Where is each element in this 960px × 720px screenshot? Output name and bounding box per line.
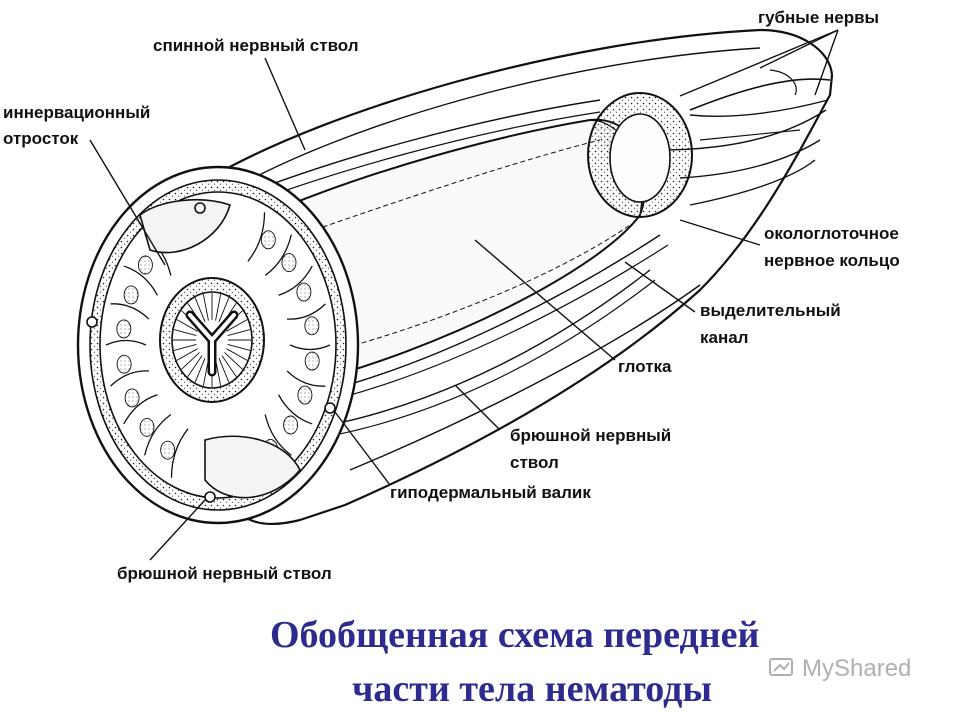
muscle-cell [296,282,312,302]
muscle-cell [137,255,153,275]
myshared-watermark: MyShared [768,655,911,683]
muscle-cell-divider [247,212,266,262]
muscle-cell-divider [287,303,326,320]
muscle-cell-divider [123,394,158,425]
label-pharynx: глотка [618,357,672,376]
label-innervation-process-line2: отросток [3,129,79,148]
pharynx-ray [176,348,198,361]
muscle-cell-divider [105,339,147,346]
label-innervation-process-line1: иннервационный [3,103,151,122]
pharynx-ray [218,297,230,323]
dorsal-nerve-dot [194,202,206,214]
muscle-cell-divider [110,303,150,320]
ventral-nerve-line [329,269,651,426]
pharynx-ray [221,355,237,377]
muscle-cell-divider [286,370,326,387]
caption-line1: Обобщенная схема передней [270,614,760,656]
leader-lines [89,29,839,561]
muscle-cell [304,316,320,336]
pharynx-ray [226,319,248,332]
muscle-cell-divider [170,428,189,478]
label-ventral-trunk-right-line1: брюшной нервный [510,426,672,445]
label-dorsal-nerve-trunk: спинной нервный ствол [153,36,359,55]
label-excretory-canal-line1: выделительный [700,301,841,320]
label-lip-nerves: губные нервы [758,8,880,27]
muscle-cell-divider [144,414,172,456]
pharynx-ray [176,319,198,332]
muscle-cell [123,285,139,305]
watermark-text: MyShared [802,655,912,682]
pharynx-ray [187,355,203,377]
pharynx-ray [227,344,251,351]
label-ventral-trunk-bottom: брюшной нервный ствол [117,564,332,583]
muscle-cell [281,253,297,273]
label-hypodermal-cord: гиподермальный валик [390,483,591,502]
pharynx-ray [173,344,197,351]
muscle-cell-divider [264,414,292,456]
pharynx-ray [173,329,197,336]
cross-section [76,165,360,525]
muscle-cell-divider [110,370,149,387]
lateral-nerve-dot [86,316,98,328]
muscle-cell-divider [277,394,313,425]
muscle-cell-divider [264,234,292,276]
muscle-cell [160,440,176,460]
label-excretory-canal-line2: канал [700,328,749,347]
caption-line2: части тела нематоды [352,668,713,710]
label-nerve-ring-line1: окологлоточное [764,224,899,243]
muscle-cell [116,354,132,374]
muscle-cell-divider [278,265,313,296]
muscle-cell [116,319,132,339]
pharynx-ray [194,357,206,383]
myshared-logo-icon [769,658,793,676]
pharynx-ray [215,294,222,321]
pharynx-ray [224,352,243,370]
pharynx-ray [226,348,248,361]
pharynx-ray [194,297,206,323]
pharynx-ray [181,352,200,370]
label-ventral-trunk-right-line2: ствол [510,453,559,472]
muscle-cell [124,388,140,408]
excretory-canal-line [329,234,661,391]
muscle-cell [304,351,320,371]
muscle-cell [283,415,299,435]
muscle-cell-divider [123,265,159,296]
muscle-cell-divider [289,344,331,351]
muscle-cell [297,385,313,405]
lateral-nerve-dot-right [324,402,336,414]
pharynx-ray [202,294,209,321]
muscle-cell [260,230,276,250]
label-nerve-ring-line2: нервное кольцо [764,251,900,270]
pharynx-ray [218,357,230,383]
ventral-nerve-dot [204,491,216,503]
pharynx-ray [227,329,251,336]
muscle-cell [139,417,155,437]
